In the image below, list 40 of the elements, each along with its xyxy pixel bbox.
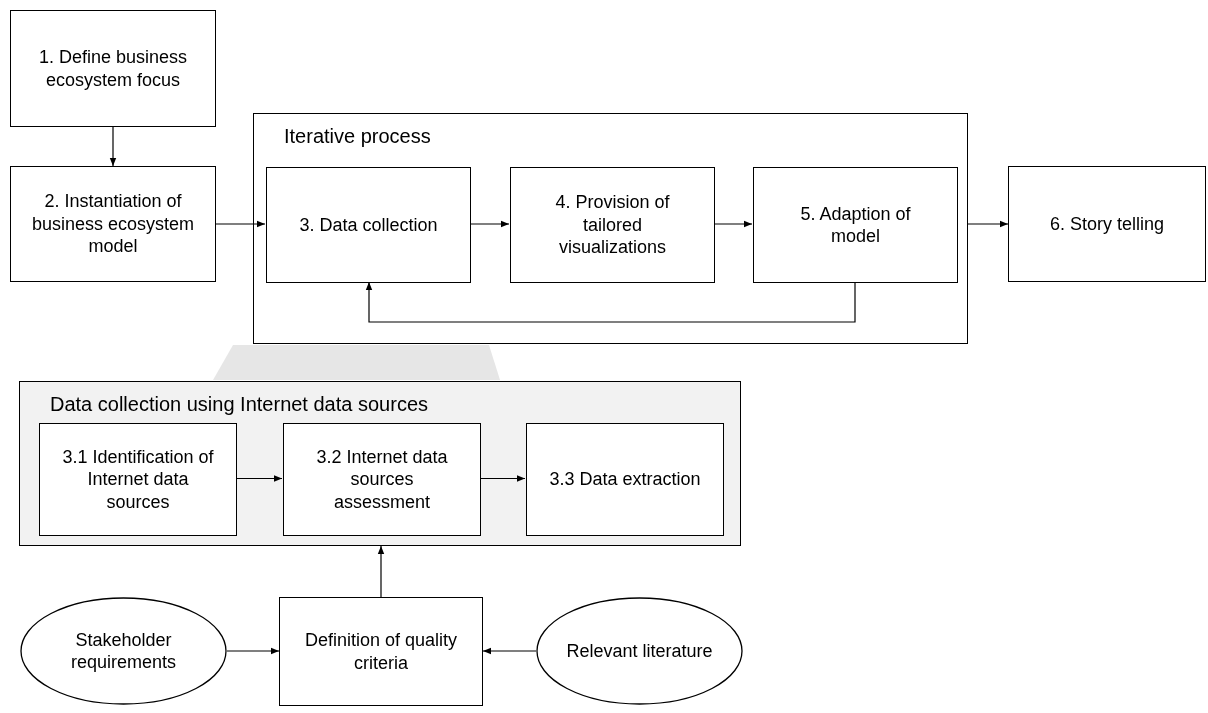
group-title: Data collection using Internet data sources <box>49 392 429 417</box>
arrow <box>479 475 526 482</box>
node-label: 6. Story telling <box>1048 212 1166 236</box>
node-label: 1. Define business ecosystem focus <box>37 46 189 91</box>
group-title: Iterative process <box>283 124 432 149</box>
input-ellipse <box>536 597 743 705</box>
arrow <box>469 220 510 228</box>
node-label: 3.3 Data extraction <box>548 468 702 491</box>
process-box <box>526 423 724 536</box>
group-panel <box>19 381 741 546</box>
group-panel <box>253 113 968 344</box>
arrow <box>365 281 856 323</box>
process-box <box>39 423 237 536</box>
process-box <box>10 166 216 282</box>
process-box <box>753 167 958 283</box>
node-label: Stakeholder requirements <box>69 628 177 674</box>
node-label: 3. Data collection <box>298 213 439 237</box>
process-box <box>266 167 471 283</box>
process-box <box>10 10 216 127</box>
process-box <box>283 423 481 536</box>
node-label: Definition of quality criteria <box>303 629 459 674</box>
arrow <box>226 647 280 655</box>
arrow <box>967 220 1009 228</box>
arrow <box>215 220 266 228</box>
input-ellipse <box>20 597 227 705</box>
node-label: 3.2 Internet data sources assessment <box>315 445 449 514</box>
node-label: 5. Adaption of model <box>799 202 912 248</box>
arrow <box>377 545 385 598</box>
zoom-projection <box>213 345 500 380</box>
process-box <box>279 597 483 706</box>
arrow <box>109 126 117 167</box>
node-label: 3.1 Identification of Internet data sources <box>61 445 215 514</box>
node-label: 2. Instantiation of business ecosystem model <box>30 190 196 258</box>
arrow <box>482 647 537 655</box>
node-label: 4. Provision of tailored visualizations <box>554 191 671 259</box>
process-box <box>1008 166 1206 282</box>
arrow <box>235 475 283 482</box>
process-box <box>510 167 715 283</box>
node-label: Relevant literature <box>565 639 714 663</box>
arrow <box>713 220 753 228</box>
